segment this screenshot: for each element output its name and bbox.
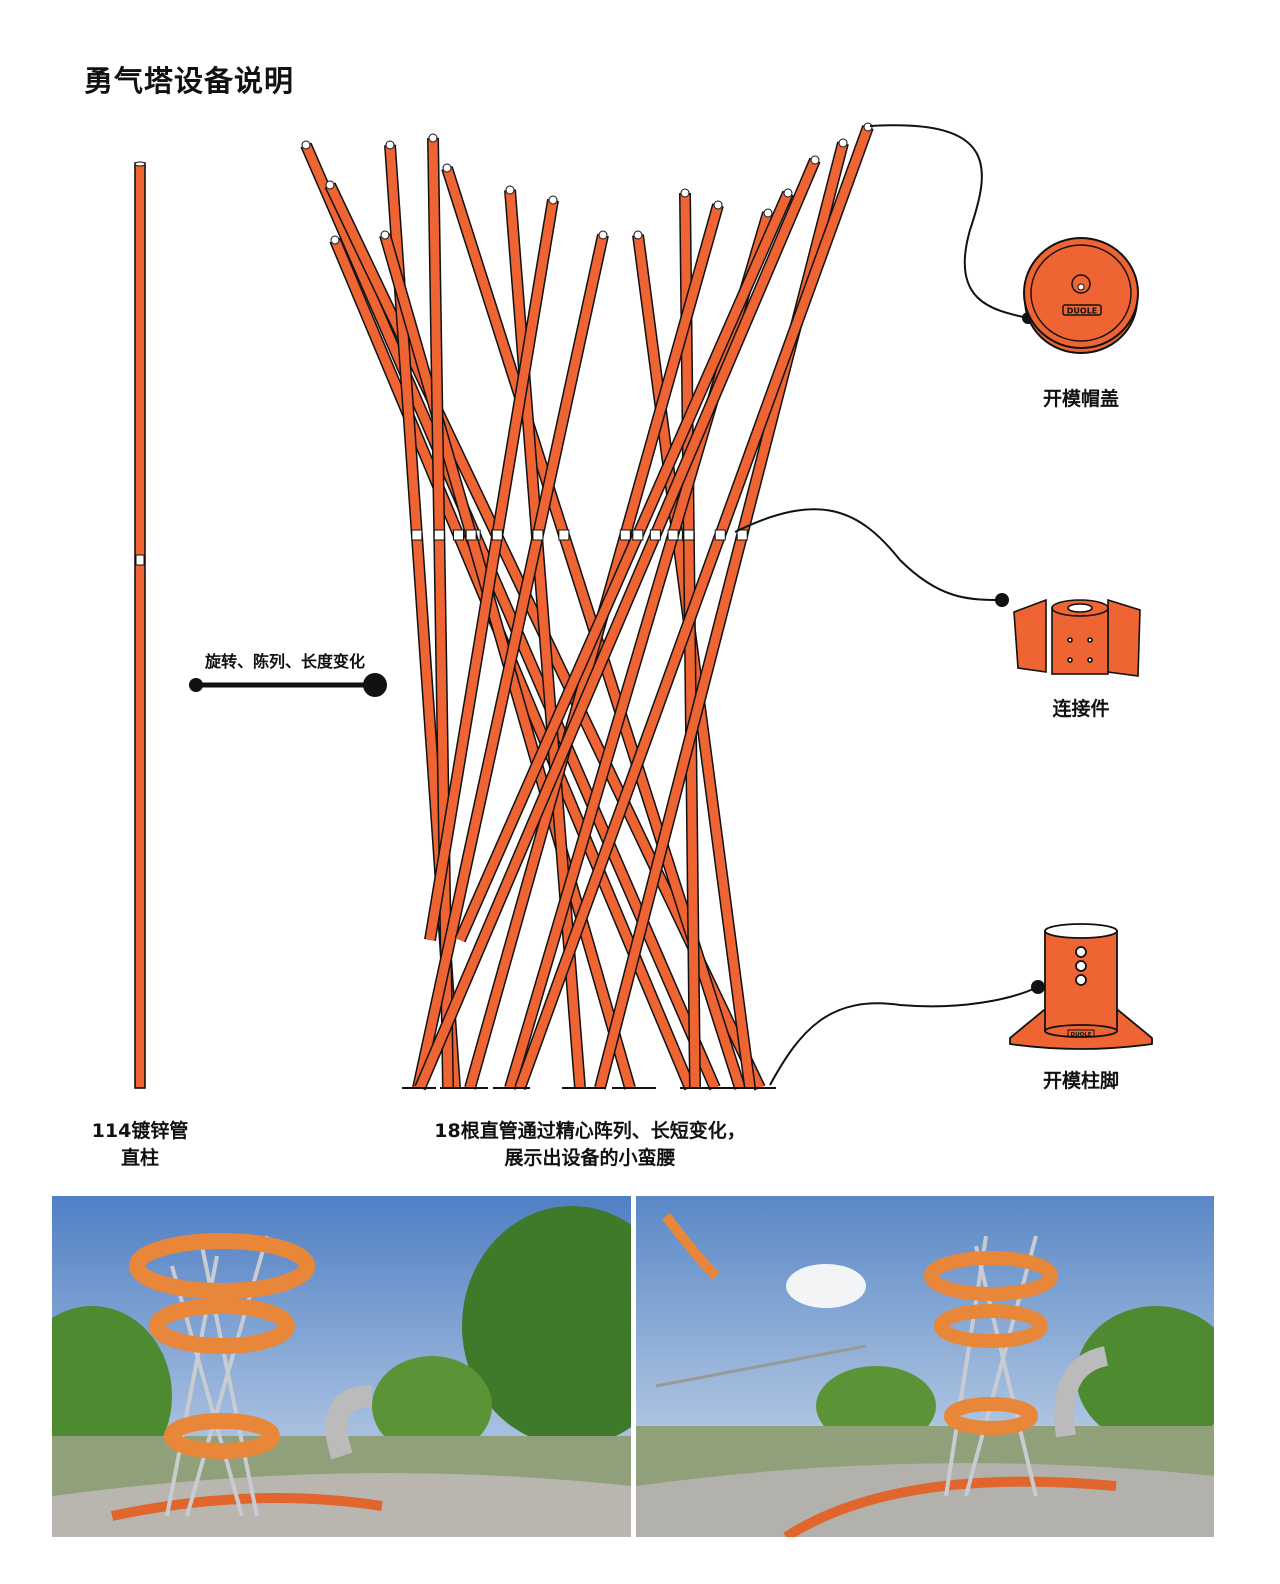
single-straight-tube — [134, 161, 146, 1089]
connector-band — [452, 529, 464, 541]
base-label: 开模柱脚 — [1042, 1070, 1119, 1092]
cap-label: 开模帽盖 — [1042, 388, 1119, 410]
tower-tube — [414, 155, 821, 1091]
equipment-diagram: DUOLE DUOLE — [134, 122, 1153, 1091]
tower-label-line2: 展示出设备的小蛮腰 — [504, 1147, 676, 1169]
tower-label-line1: 18根直管通过精心阵列、长短变化， — [434, 1120, 746, 1142]
connector-band — [714, 529, 726, 541]
transform-label: 旋转、陈列、长度变化 — [204, 652, 365, 671]
tube-label: 114镀锌管 直柱 — [60, 1118, 220, 1172]
connector-band — [558, 529, 570, 541]
tower-tubes — [300, 122, 874, 1091]
tower-tube — [427, 133, 454, 1089]
transform-arrow — [189, 673, 387, 697]
connector-band — [619, 529, 631, 541]
molded-cap-icon: DUOLE — [1023, 237, 1139, 354]
connector-band — [632, 529, 644, 541]
connector-band — [491, 529, 503, 541]
connector-band — [667, 529, 679, 541]
connector-band — [649, 529, 661, 541]
connector-label: 连接件 — [1052, 698, 1110, 720]
leader-lines — [734, 124, 1039, 1086]
tower-tube — [679, 188, 701, 1089]
svg-text:DUOLE: DUOLE — [1071, 1032, 1092, 1038]
tower-label: 18根直管通过精心阵列、长短变化， 展示出设备的小蛮腰 — [380, 1118, 800, 1172]
render-photo-right — [636, 1196, 1214, 1537]
tube-label-line2: 直柱 — [120, 1147, 159, 1169]
tower-tube — [424, 195, 559, 941]
connector-band — [736, 529, 748, 541]
tower-tube — [514, 122, 874, 1091]
connector-band — [683, 529, 695, 541]
tube-label-line1: 114镀锌管 — [91, 1120, 189, 1142]
molded-base-icon: DUOLE — [1009, 923, 1153, 1050]
tower-tube — [412, 230, 609, 1090]
render-photo-left — [52, 1196, 631, 1537]
connector-band — [411, 529, 423, 541]
connector-band — [433, 529, 445, 541]
svg-text:DUOLE: DUOLE — [1067, 307, 1098, 316]
page-title: 勇气塔设备说明 — [84, 64, 295, 98]
connector-band — [465, 529, 477, 541]
connector-icon — [1013, 598, 1141, 677]
connector-band — [532, 529, 544, 541]
tower-tube — [454, 188, 794, 943]
